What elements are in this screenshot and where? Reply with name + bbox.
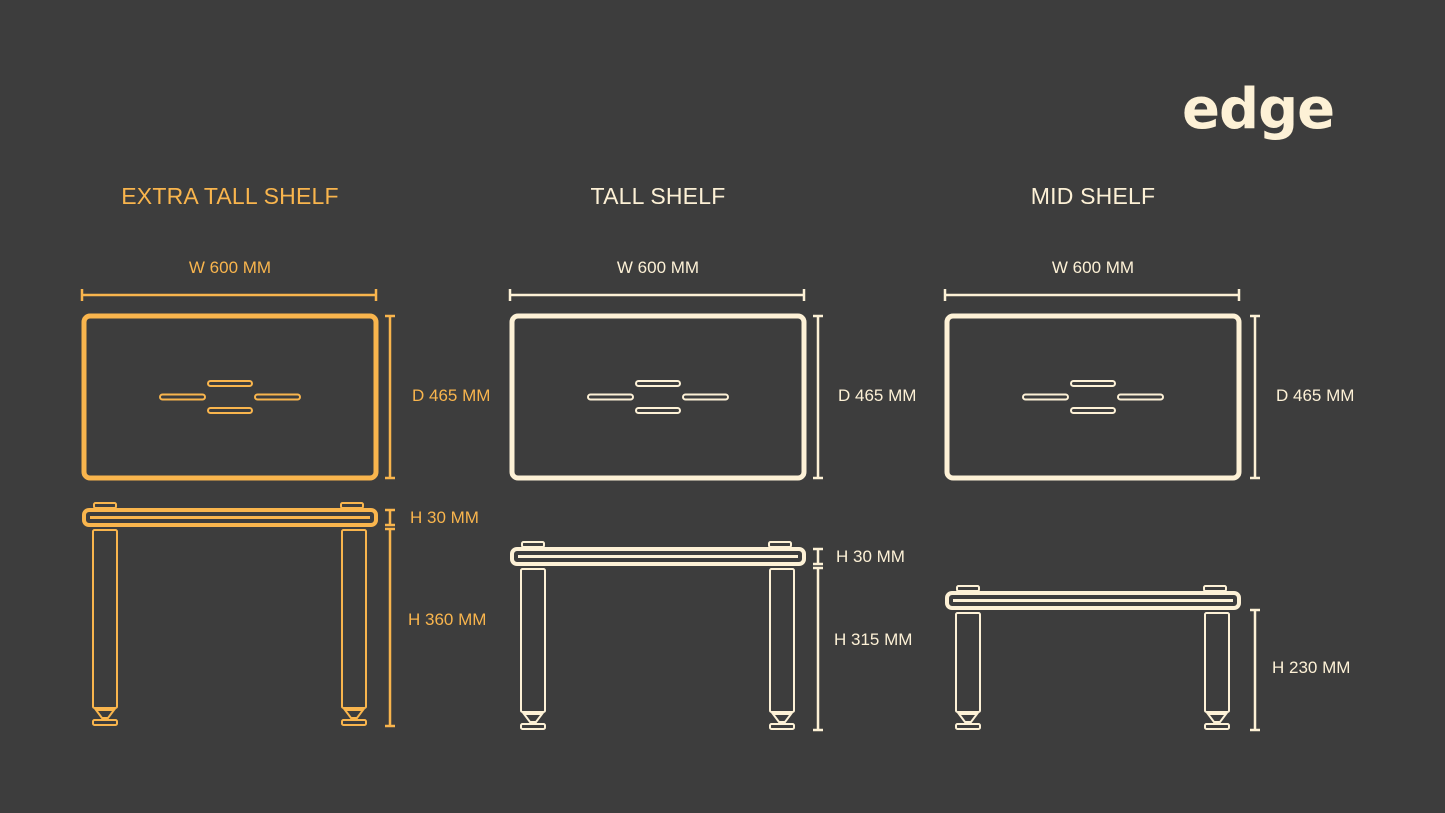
tall-side-top-slab xyxy=(510,547,806,566)
extra-tall-center-bar-bottom xyxy=(207,407,253,414)
extra-tall-leg-left xyxy=(92,529,118,709)
mid-foot-cone-left xyxy=(957,713,979,723)
tall-leg-height-label: H 315 MM xyxy=(834,630,913,649)
tall-width-label: W 600 MM xyxy=(616,258,700,277)
mid-leg-right xyxy=(1204,612,1230,713)
tall-center-bar-left xyxy=(587,393,634,401)
extra-tall-top-plate xyxy=(81,313,379,481)
tall-leg-left xyxy=(520,568,546,713)
extra-tall-shelf-title: EXTRA TALL SHELF xyxy=(121,183,339,209)
tall-center-bar-top xyxy=(635,380,681,387)
mid-center-bar-left xyxy=(1022,393,1069,401)
mid-foot-base-left xyxy=(955,723,981,730)
tall-leg-right xyxy=(769,568,795,713)
tall-foot-cone-right xyxy=(771,713,793,723)
extra-tall-foot-base-right xyxy=(341,719,367,726)
extra-tall-width-label: W 600 MM xyxy=(188,258,272,277)
tall-shelf-title: TALL SHELF xyxy=(590,183,726,209)
extra-tall-foot-base-left xyxy=(92,719,118,726)
mid-leg-left xyxy=(955,612,981,713)
extra-tall-depth-label: D 465 MM xyxy=(412,386,491,405)
extra-tall-side-cap-right xyxy=(340,502,364,509)
mid-shelf-title: MID SHELF xyxy=(1030,183,1156,209)
extra-tall-top-thickness-label: H 30 MM xyxy=(410,508,479,527)
tall-center-bar-bottom xyxy=(635,407,681,414)
tall-foot-cone-left xyxy=(522,713,544,723)
mid-center-bar-top xyxy=(1070,380,1116,387)
tall-center-bar-right xyxy=(682,393,729,401)
extra-tall-center-bar-right xyxy=(254,393,301,401)
extra-tall-leg-height-label: H 360 MM xyxy=(408,610,487,629)
mid-width-label: W 600 MM xyxy=(1051,258,1135,277)
tall-side-cap-right xyxy=(768,541,792,548)
mid-depth-label: D 465 MM xyxy=(1276,386,1355,405)
mid-side-cap-right xyxy=(1203,585,1227,592)
extra-tall-side-top-slab xyxy=(82,508,378,527)
tall-side-cap-left xyxy=(521,541,545,548)
mid-leg-height-label: H 230 MM xyxy=(1272,658,1351,677)
mid-top-plate xyxy=(944,313,1242,481)
extra-tall-foot-cone-left xyxy=(94,709,116,719)
tall-top-plate xyxy=(509,313,807,481)
tall-top-thickness-label: H 30 MM xyxy=(836,547,905,566)
extra-tall-leg-right xyxy=(341,529,367,709)
tall-foot-base-right xyxy=(769,723,795,730)
mid-side-cap-left xyxy=(956,585,980,592)
extra-tall-side-cap-left xyxy=(93,502,117,509)
mid-side-top-slab xyxy=(945,591,1241,610)
tall-foot-base-left xyxy=(520,723,546,730)
extra-tall-center-bar-left xyxy=(159,393,206,401)
mid-center-bar-bottom xyxy=(1070,407,1116,414)
mid-foot-cone-right xyxy=(1206,713,1228,723)
edge-logo: edge xyxy=(1182,77,1335,142)
mid-center-bar-right xyxy=(1117,393,1164,401)
tall-depth-label: D 465 MM xyxy=(838,386,917,405)
extra-tall-foot-cone-right xyxy=(343,709,365,719)
extra-tall-center-bar-top xyxy=(207,380,253,387)
mid-foot-base-right xyxy=(1204,723,1230,730)
